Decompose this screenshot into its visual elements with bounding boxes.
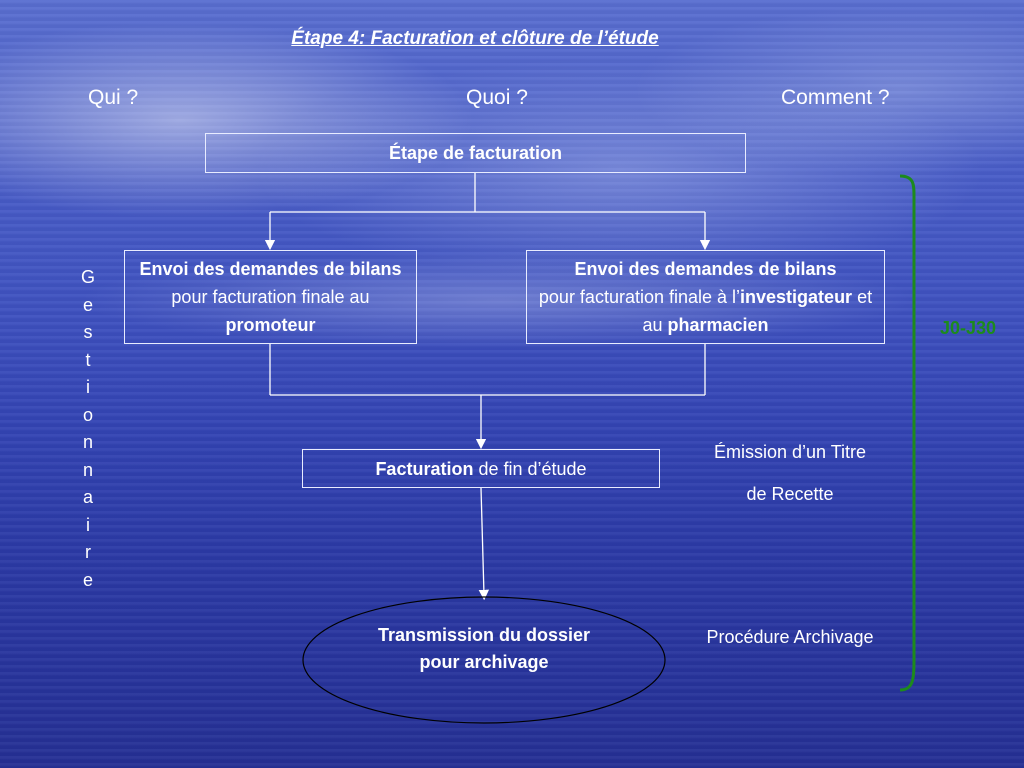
column-header-quoi: Quoi ? [466, 86, 528, 109]
emission-line-1: Émission d’un Titre [713, 442, 867, 462]
box-left-bold-2: promoteur [225, 315, 316, 335]
vertical-letter: i [86, 377, 90, 397]
vertical-letter: G [80, 267, 95, 287]
column-header-comment: Comment ? [781, 86, 890, 109]
vertical-letter: e [82, 294, 93, 315]
transmission-ellipse [302, 596, 666, 724]
vertical-letter: r [85, 542, 91, 562]
emission-line-2: de Recette [746, 484, 834, 504]
vertical-letter: a [82, 487, 93, 507]
transmission-label: Transmission du dossier pour archivage [377, 625, 591, 672]
vertical-letter: e [82, 569, 93, 590]
page-title: Étape 4: Facturation et clôture de l’étu… [291, 28, 659, 49]
duration-label: J0-J30 [940, 318, 997, 338]
box-facturation-fin-etude: Facturation de fin d’étude [302, 449, 660, 488]
box-right-bold-2: investigateur [740, 287, 853, 307]
box-right-text-1: pour facturation finale à l’ [538, 287, 741, 307]
arrow-to-transmission [478, 487, 490, 601]
duration-bracket [899, 174, 916, 692]
column-header-qui: Qui ? [88, 86, 139, 109]
vertical-letter: s [83, 322, 93, 342]
box-envoi-investigateur: Envoi des demandes de bilans pour factur… [526, 250, 885, 344]
vertical-letter: n [82, 459, 93, 480]
box-etape-facturation: Étape de facturation [205, 133, 746, 173]
box-envoi-promoteur: Envoi des demandes de bilans pour factur… [124, 250, 417, 344]
box-right-bold-3: pharmacien [667, 315, 769, 335]
box-right-bold-1: Envoi des demandes de bilans [574, 259, 837, 279]
box-left-text-1: pour facturation finale au [171, 287, 370, 307]
box-left-bold-1: Envoi des demandes de bilans [139, 259, 402, 279]
procedure-archivage: Procédure Archivage [706, 627, 874, 647]
vertical-letter: n [82, 432, 93, 452]
facturation-text: de fin d’étude [473, 458, 587, 479]
vertical-letter: t [85, 349, 91, 370]
box-right-text-2: et au [642, 287, 873, 335]
vertical-letter: i [86, 514, 90, 535]
facturation-bold: Facturation [375, 458, 474, 479]
vertical-letter: o [82, 404, 93, 425]
